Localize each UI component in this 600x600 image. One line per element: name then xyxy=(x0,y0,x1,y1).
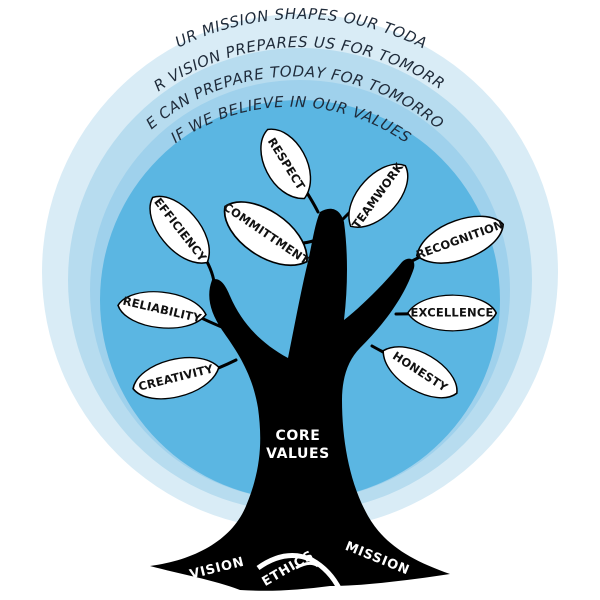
trunk-label-line-2: VALUES xyxy=(266,446,330,462)
leaf-reliability: RELIABILITY xyxy=(115,286,209,334)
tree-trunk xyxy=(150,208,450,591)
root-gap-mid xyxy=(295,561,319,570)
root-gap-left xyxy=(256,553,343,592)
leaf-label-excellence: EXCELLENCE xyxy=(410,306,493,320)
leaf-excellence: EXCELLENCE xyxy=(406,294,498,332)
trunk-label-line-1: CORE xyxy=(276,428,321,444)
